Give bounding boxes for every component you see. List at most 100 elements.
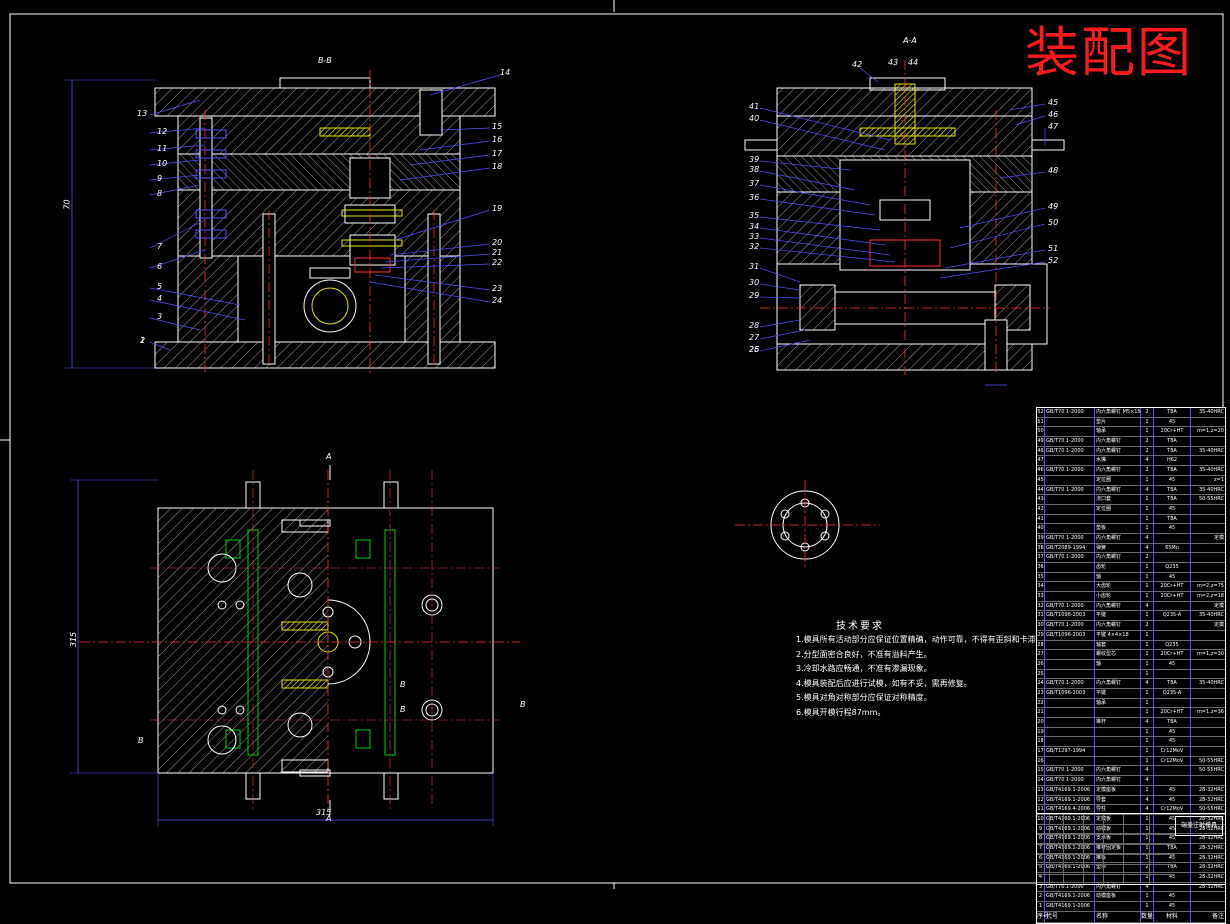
parts-list-cell: GB/T4169.1-2006 bbox=[1045, 824, 1095, 834]
dimension-left-height: 70 bbox=[62, 199, 72, 210]
parts-list-cell: 45 bbox=[1154, 504, 1191, 514]
parts-list-cell: 1 bbox=[1141, 824, 1154, 834]
parts-list-cell: 1 bbox=[1037, 902, 1045, 911]
plan-view bbox=[70, 465, 520, 826]
parts-list-cell: 大齿轮 bbox=[1095, 582, 1141, 592]
parts-list-cell: 定模 bbox=[1213, 534, 1224, 541]
parts-list-cell: m=1,z=30 bbox=[1196, 651, 1224, 658]
callout-number: 19 bbox=[492, 204, 503, 213]
parts-list-cell: T8A bbox=[1154, 495, 1191, 504]
parts-list-cell: 内六角螺钉 bbox=[1095, 776, 1141, 785]
tech-item: 2.分型面密合良好，不准有溢料产生。 bbox=[796, 649, 932, 659]
parts-list-cell: 2 bbox=[1141, 408, 1154, 417]
parts-list-cell: 1 bbox=[1141, 630, 1154, 640]
callout-number: 18 bbox=[492, 162, 503, 171]
parts-list-cell bbox=[1191, 892, 1225, 901]
parts-list-cell: T8A bbox=[1154, 485, 1191, 495]
parts-list-cell: 28-32HRC bbox=[1198, 786, 1224, 793]
parts-list-cell: 41 bbox=[1037, 514, 1045, 524]
parts-list-cell: 垫片 bbox=[1095, 417, 1141, 427]
callout-number: 13 bbox=[137, 109, 148, 118]
parts-list-cell: 4 bbox=[1141, 543, 1154, 553]
parts-list-cell bbox=[1154, 533, 1191, 543]
parts-list-cell: 1 bbox=[1141, 892, 1154, 902]
parts-list-cell bbox=[1045, 718, 1095, 727]
callout-number: 9 bbox=[157, 174, 163, 183]
parts-list-cell: 2 bbox=[1141, 863, 1154, 872]
parts-list-cell: 17 bbox=[1037, 747, 1045, 756]
parts-list-cell: GB/T70.1-2000 bbox=[1045, 533, 1095, 543]
parts-list-cell: 6 bbox=[1037, 853, 1045, 863]
parts-list-cell bbox=[1191, 718, 1225, 727]
parts-list-cell: GB/T70.1-2000 bbox=[1045, 766, 1095, 776]
parts-list-cell: 4 bbox=[1141, 679, 1154, 688]
parts-list-cell: m=1,z=20 bbox=[1196, 428, 1224, 435]
parts-list-cell: 螺纹型芯 bbox=[1095, 650, 1141, 659]
parts-list-cell: 1 bbox=[1141, 611, 1154, 621]
parts-list-cell: 16 bbox=[1037, 756, 1045, 766]
callout-number: 26 bbox=[749, 345, 760, 354]
parts-list-cell: 8 bbox=[1037, 834, 1045, 843]
parts-list-cell: 35-40HRC bbox=[1198, 447, 1224, 454]
parts-list-cell: GB/T2089-1994 bbox=[1045, 543, 1095, 553]
parts-list-cell: 内六角螺钉 bbox=[1095, 533, 1141, 543]
parts-list-cell bbox=[1045, 756, 1095, 766]
parts-list-cell: T8A bbox=[1154, 863, 1191, 872]
callout-number: 30 bbox=[749, 278, 760, 287]
parts-list-cell bbox=[1154, 669, 1191, 679]
parts-list-cell: 13 bbox=[1037, 785, 1045, 795]
parts-list-cell: 内六角螺钉 bbox=[1095, 446, 1141, 456]
parts-list-cell: 28-32HRC bbox=[1198, 844, 1224, 851]
parts-list-cell: T8A bbox=[1154, 437, 1191, 446]
parts-list-cell: 4 bbox=[1141, 882, 1154, 892]
parts-list-cell bbox=[1095, 747, 1141, 756]
parts-list-cell: 37 bbox=[1037, 553, 1045, 562]
parts-list-cell: 1 bbox=[1141, 475, 1154, 485]
parts-list-cell: 45 bbox=[1154, 795, 1191, 805]
parts-list-cell: 48 bbox=[1037, 446, 1045, 456]
parts-list-cell: 1 bbox=[1141, 659, 1154, 669]
callout-number: 47 bbox=[1048, 122, 1059, 131]
parts-list-cell: 1 bbox=[1141, 698, 1154, 708]
parts-list-cell: 35 bbox=[1037, 572, 1045, 582]
parts-list-cell: z=1 bbox=[1214, 476, 1224, 483]
callout-number: 11 bbox=[157, 144, 168, 153]
parts-list-cell: 30 bbox=[1037, 621, 1045, 630]
callout-number: 52 bbox=[1048, 256, 1059, 265]
parts-list-cell: 1 bbox=[1141, 582, 1154, 592]
parts-list-cell bbox=[1191, 456, 1225, 465]
parts-list-cell bbox=[1045, 514, 1095, 524]
parts-list-cell: 44 bbox=[1037, 485, 1045, 495]
parts-list-cell bbox=[1095, 708, 1141, 717]
parts-list-cell: 20Cr+HT bbox=[1154, 708, 1191, 717]
parts-list-cell: 7 bbox=[1037, 843, 1045, 853]
section-bb-view bbox=[65, 70, 496, 375]
parts-list-cell: GB/T4169.1-2006 bbox=[1045, 853, 1095, 863]
parts-list-cell: 4 bbox=[1141, 766, 1154, 776]
parts-list-cell: 1 bbox=[1141, 640, 1154, 650]
parts-list-cell bbox=[1095, 873, 1141, 882]
parts-list-cell: GB/T1096-2003 bbox=[1045, 688, 1095, 698]
callout-number: 28 bbox=[749, 321, 760, 330]
parts-list-cell: 1 bbox=[1141, 572, 1154, 582]
parts-list-cell: 22 bbox=[1037, 698, 1045, 708]
parts-list-cell bbox=[1191, 728, 1225, 737]
parts-list-cell: T8A bbox=[1154, 408, 1191, 417]
parts-list-cell: 轴 bbox=[1095, 659, 1141, 669]
parts-list-cell: 23 bbox=[1037, 688, 1045, 698]
parts-list-header-cell: 名称 bbox=[1095, 911, 1141, 922]
section-arrow-b-left: B bbox=[138, 736, 144, 745]
callout-number: 46 bbox=[1048, 110, 1059, 119]
